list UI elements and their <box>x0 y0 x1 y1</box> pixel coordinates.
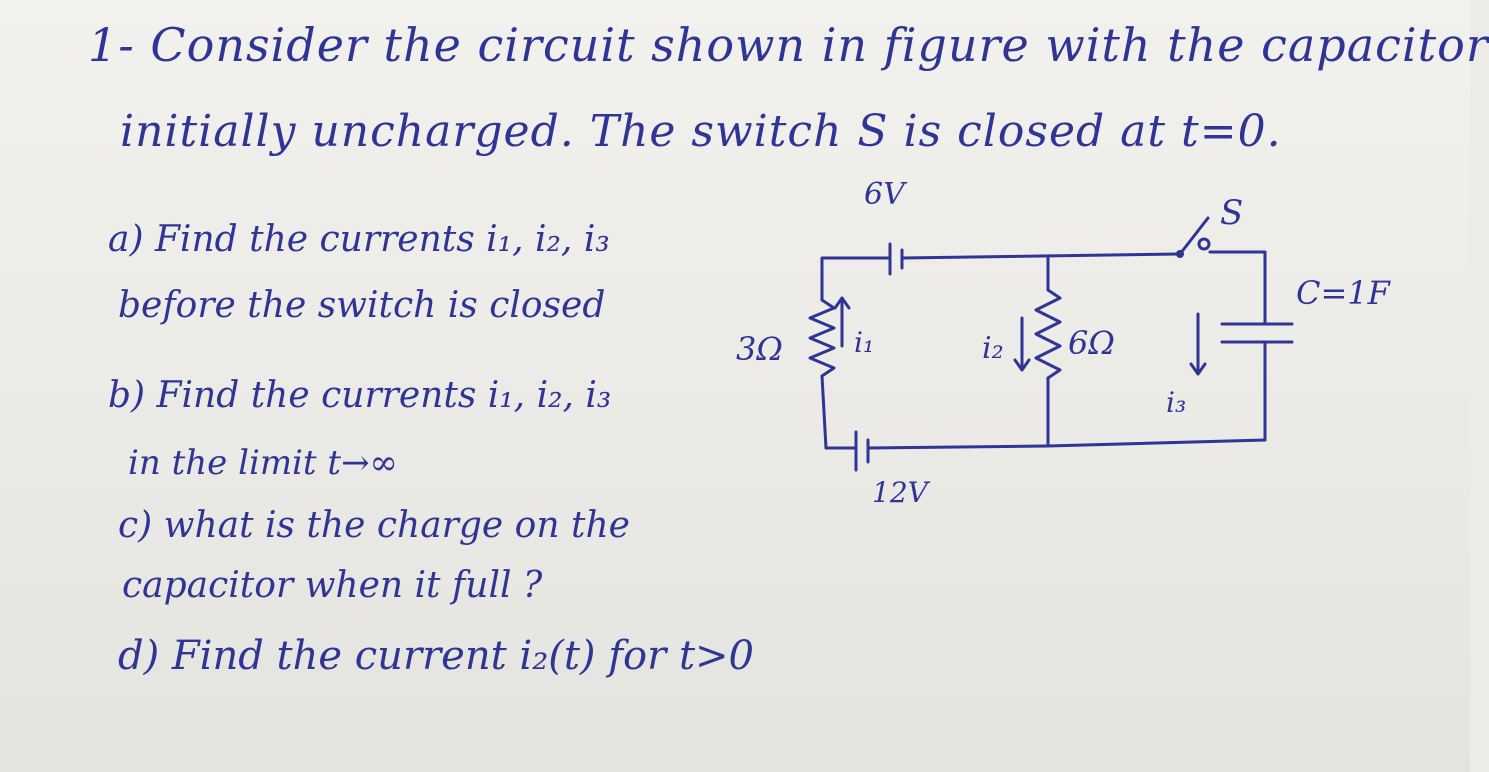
problem-line-2: initially uncharged. The switch S is clo… <box>120 106 1282 157</box>
resistor-6-ohm <box>1034 288 1062 380</box>
label-switch: S <box>1220 193 1243 233</box>
part-b-line-2: in the limit t→∞ <box>128 443 398 483</box>
resistor-3-ohm <box>808 298 836 378</box>
part-c-line-2: capacitor when it full ? <box>122 565 543 606</box>
part-c-line-1: c) what is the charge on the <box>118 505 630 546</box>
label-12v: 12V <box>872 476 931 509</box>
switch-contact <box>1197 237 1211 251</box>
part-a-line-1: a) Find the currents i₁, i₂, i₃ <box>108 219 610 260</box>
label-capacitor: C=1F <box>1296 274 1392 312</box>
label-3-ohm: 3Ω <box>736 330 783 368</box>
wire-bottom <box>866 438 1267 450</box>
part-b-line-1: b) Find the currents i₁, i₂, i₃ <box>108 375 612 416</box>
switch-blade[interactable] <box>1178 216 1210 256</box>
wire-left-bottom <box>820 374 858 450</box>
label-i2: i₂ <box>982 331 1004 366</box>
part-d: d) Find the current i₂(t) for t>0 <box>118 633 754 679</box>
label-6-ohm: 6Ω <box>1068 324 1115 362</box>
wire-top-middle <box>900 252 1182 260</box>
arrow-i3 <box>1189 312 1207 376</box>
arrow-i2 <box>1013 316 1031 372</box>
problem-line-1: 1- Consider the circuit shown in figure … <box>88 18 1489 72</box>
part-a-line-2: before the switch is closed <box>118 285 606 326</box>
label-6v: 6V <box>864 177 908 212</box>
arrow-i1 <box>833 296 851 348</box>
wire-top-left <box>820 256 892 302</box>
label-i1: i₁ <box>854 326 874 359</box>
wire-top-right <box>1208 250 1267 282</box>
label-i3: i₃ <box>1166 386 1186 419</box>
